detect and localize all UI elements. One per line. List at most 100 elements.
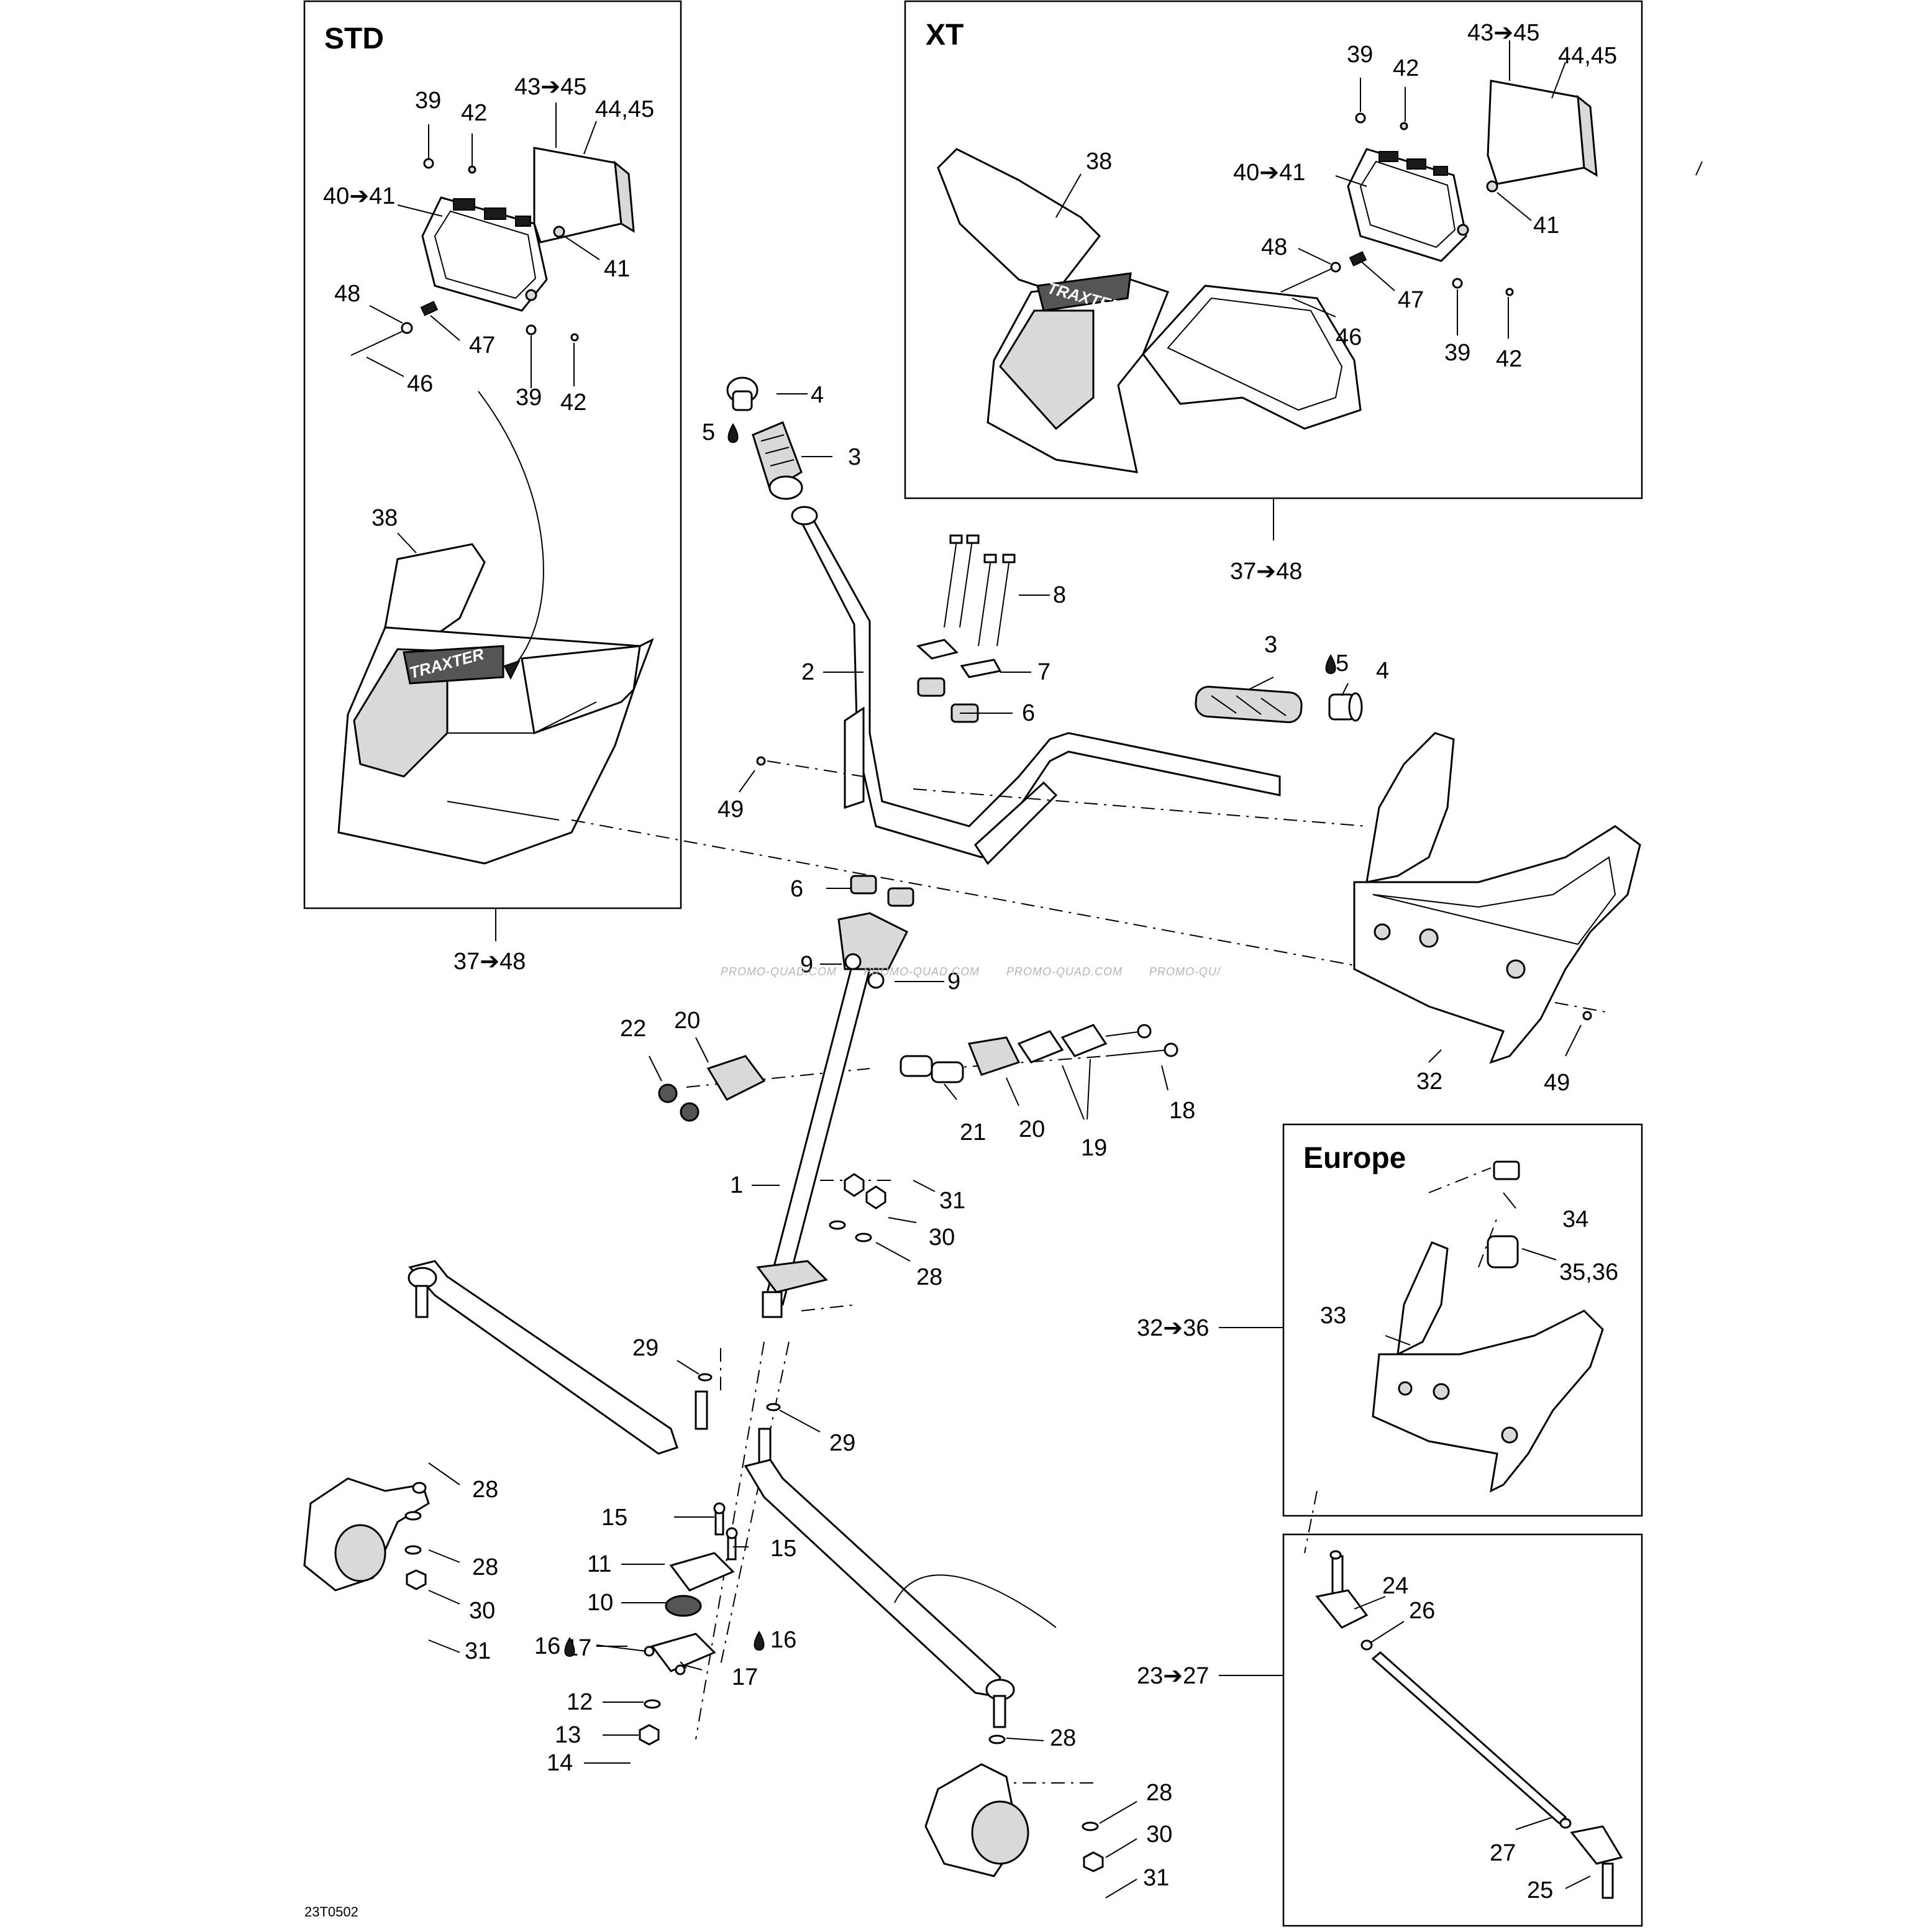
callout-xt-39b: 39	[1444, 340, 1470, 366]
callout-22: 22	[620, 1016, 646, 1042]
xt-headlight-assembly	[1280, 80, 1598, 296]
europe-side-panel	[1372, 1160, 1604, 1493]
right-tie-rod	[744, 1428, 1057, 1728]
xt-front-fascia: TRAXTER	[937, 148, 1362, 473]
callout-31-upper: 31	[939, 1188, 965, 1214]
callout-5-top: 5	[702, 419, 715, 445]
callout-xt-39a: 39	[1347, 42, 1373, 68]
callout-4-top: 4	[811, 382, 824, 408]
callout-xt-44-45: 44,45	[1558, 43, 1617, 69]
center-callouts: 4 5 3 8 2 7 6 3 5 4 49 6 9 9 32 49 22 20…	[428, 382, 1618, 1903]
oil-drop-icon	[1325, 654, 1336, 675]
callout-4-right: 4	[1376, 658, 1389, 684]
callout-26: 26	[1409, 1598, 1435, 1624]
callout-18: 18	[1169, 1098, 1195, 1124]
column-bearing-stack	[639, 1502, 738, 1746]
handlebar-right-grip	[1195, 685, 1363, 724]
oil-drop-icon	[754, 1631, 765, 1651]
callout-std-48: 48	[334, 281, 360, 307]
callout-xt-46: 46	[1336, 324, 1362, 350]
callout-5-right: 5	[1336, 650, 1349, 677]
callout-std-46: 46	[407, 371, 433, 397]
callout-49-left: 49	[718, 796, 744, 822]
callout-28-left-b: 28	[472, 1554, 498, 1580]
watermark-2: PROMO-QUAD.COM	[863, 965, 980, 978]
std-panel	[303, 0, 682, 909]
std-callouts: 39 42 43➔45 44,45 40➔41 41 48 47 46 39 4…	[323, 74, 654, 554]
steering-column	[756, 968, 871, 1318]
callout-28-left-a: 28	[472, 1477, 498, 1503]
handlebar	[791, 506, 1281, 865]
callout-24: 24	[1382, 1573, 1408, 1599]
callout-std-43-45: 43➔45	[514, 74, 586, 100]
callout-11: 11	[587, 1551, 611, 1577]
callout-xt-43-45: 43➔45	[1467, 20, 1539, 46]
callout-xt-42a: 42	[1393, 55, 1419, 81]
callout-16-right: 16	[770, 1627, 796, 1653]
callout-17-right: 17	[732, 1664, 758, 1690]
callout-xt-47: 47	[1398, 287, 1424, 313]
callout-9-left: 9	[800, 952, 813, 978]
column-hardware	[698, 1173, 886, 1411]
callout-3-right: 3	[1264, 632, 1277, 658]
lubricant-drop-icons	[564, 423, 1336, 1657]
callout-10: 10	[587, 1590, 613, 1616]
callout-std-38: 38	[371, 505, 398, 531]
callout-30-right: 30	[1146, 1821, 1172, 1848]
callout-28-right-b: 28	[1146, 1780, 1172, 1806]
callout-7: 7	[1037, 659, 1050, 685]
callout-20-left: 20	[674, 1008, 700, 1034]
europe-title: Europe	[1303, 1142, 1406, 1175]
callout-30-upper: 30	[929, 1224, 955, 1251]
left-tie-rod	[408, 1260, 708, 1455]
tierod-panel	[1282, 1533, 1643, 1927]
callout-xt-42b: 42	[1496, 346, 1522, 372]
callout-34: 34	[1562, 1206, 1588, 1233]
std-panel-ref: 37➔48	[453, 949, 526, 975]
callout-2: 2	[801, 659, 814, 685]
callout-12: 12	[567, 1689, 593, 1715]
callout-19: 19	[1081, 1135, 1107, 1161]
callout-15-left: 15	[601, 1505, 627, 1531]
callout-27: 27	[1490, 1840, 1516, 1866]
callout-std-40-41: 40➔41	[323, 183, 395, 209]
xt-callouts: 39 42 43➔45 44,45 38 40➔41 41 48 47 46 3…	[1055, 20, 1703, 372]
callout-32: 32	[1416, 1069, 1442, 1095]
side-panel	[1353, 732, 1641, 1064]
std-front-fascia: TRAXTER	[337, 543, 654, 865]
xt-panel-ref: 37➔48	[1230, 558, 1302, 585]
callout-6-lower: 6	[790, 876, 803, 902]
right-knuckle	[924, 1734, 1104, 1877]
callout-6-upper: 6	[1022, 700, 1035, 726]
callout-33: 33	[1320, 1303, 1346, 1329]
tierod-panel-parts	[1315, 1550, 1623, 1899]
callout-20-right: 20	[1019, 1116, 1045, 1142]
std-headlight-assembly	[350, 147, 635, 356]
handlebar-clamps-and-bolts	[756, 534, 1016, 989]
oil-drop-icon	[727, 423, 739, 444]
callout-std-47: 47	[469, 332, 495, 358]
handlebar-left-grip	[726, 376, 803, 500]
callout-3-top: 3	[848, 444, 861, 470]
drawing-code: 23T0502	[304, 1904, 358, 1920]
callout-xt-38: 38	[1086, 148, 1112, 175]
callout-28-right-a: 28	[1050, 1725, 1076, 1751]
callout-std-42b: 42	[560, 390, 586, 416]
europe-panel	[1282, 1123, 1643, 1517]
callout-8: 8	[1053, 582, 1066, 608]
callout-25: 25	[1527, 1877, 1553, 1903]
callout-std-42a: 42	[461, 100, 487, 126]
callout-xt-40-41: 40➔41	[1233, 160, 1305, 186]
std-title: STD	[324, 22, 384, 55]
left-knuckle	[303, 1477, 430, 1592]
callout-15-right: 15	[770, 1536, 796, 1562]
callout-16-left: 16	[534, 1633, 560, 1659]
callout-xt-48: 48	[1261, 234, 1287, 260]
callout-31-right: 31	[1143, 1865, 1169, 1891]
callout-35-36: 35,36	[1559, 1259, 1618, 1285]
oil-drop-icon	[564, 1637, 575, 1657]
watermark-3: PROMO-QUAD.COM	[1006, 965, 1123, 978]
callout-29-right: 29	[829, 1430, 855, 1456]
callout-std-39a: 39	[415, 88, 441, 114]
callout-xt-41: 41	[1533, 212, 1559, 239]
